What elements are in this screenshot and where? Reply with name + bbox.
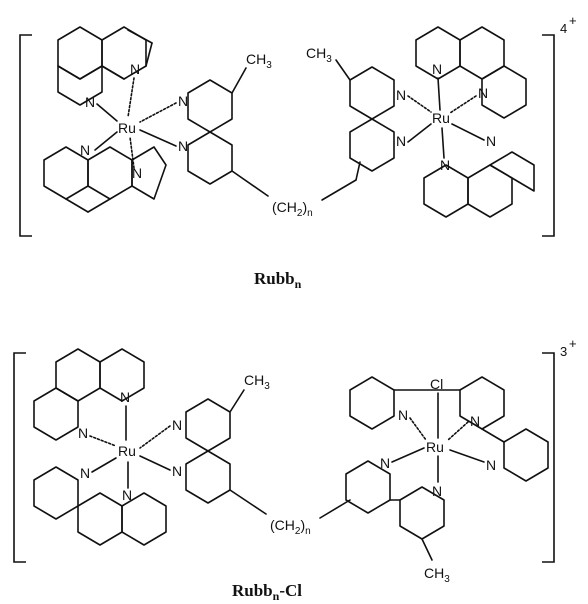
charge-number: 3 (560, 344, 567, 359)
n-atom: N (432, 483, 442, 499)
bpy-right (335, 59, 395, 181)
right-bracket (542, 34, 555, 237)
structure-label: Rubbn-Cl (232, 581, 302, 603)
n-atom: N (486, 133, 496, 149)
n-atom: N (80, 142, 90, 158)
coordination-bond (447, 421, 469, 441)
coordination-bond (96, 103, 118, 122)
coordination-bond (449, 449, 485, 463)
n-atom: N (132, 165, 142, 181)
phen-lower-left (43, 146, 167, 213)
coordination-bond (139, 129, 177, 147)
n-atom: N (396, 87, 406, 103)
methyl-group: CH3 (246, 51, 272, 71)
bpy-left (187, 67, 269, 197)
coordination-bond (437, 77, 441, 111)
n-atom: N (120, 389, 130, 405)
n-atom: N (122, 487, 132, 503)
structure-label: Rubbn (254, 269, 302, 291)
coordination-bond (449, 95, 477, 114)
n-atom: N (172, 417, 182, 433)
coordination-bond (127, 77, 135, 118)
bpy-right (345, 460, 445, 561)
coordination-bond (139, 455, 171, 471)
methyl-group: CH3 (244, 372, 270, 392)
n-atom: N (478, 85, 488, 101)
n-atom: N (396, 133, 406, 149)
coordination-bond (94, 131, 118, 151)
chloro-ligand: Cl (430, 376, 443, 392)
coordination-bond (409, 417, 427, 441)
left-bracket (13, 352, 26, 563)
coordination-bond (451, 123, 485, 141)
n-atom: N (178, 93, 188, 109)
phen-lower-left (33, 466, 167, 546)
linker-bond (321, 179, 357, 201)
n-atom: N (380, 455, 390, 471)
coordination-bond (441, 127, 445, 159)
n-atom: N (440, 157, 450, 173)
ru-atom-right: Ru (426, 439, 444, 455)
right-bracket (542, 352, 555, 563)
linker-bond (319, 499, 351, 519)
ru-atom-right: Ru (432, 110, 450, 126)
charge-sign: + (569, 336, 577, 351)
ru-atom-left: Ru (118, 443, 136, 459)
structure-rubbn: 4 + Ru N N N N (19, 13, 577, 291)
n-atom: N (398, 407, 408, 423)
n-atom: N (78, 425, 88, 441)
coordination-bond (91, 457, 117, 473)
phen-upper-left (57, 26, 153, 106)
left-bracket (19, 34, 32, 237)
n-atom: N (486, 457, 496, 473)
n-atom: N (80, 465, 90, 481)
n-atom: N (178, 138, 188, 154)
coordination-bond (407, 95, 432, 113)
coordination-bond (139, 102, 177, 123)
phen-upper-right (415, 26, 527, 119)
alkyl-linker: (CH2)n (270, 517, 311, 537)
n-atom: N (172, 463, 182, 479)
n-atom: N (130, 61, 140, 77)
n-atom: N (470, 413, 480, 429)
structure-rubbn-cl: 3 + Ru N N N N CH3 N (13, 336, 577, 603)
coordination-bond (391, 447, 425, 463)
methyl-group: CH3 (306, 45, 332, 65)
charge-number: 4 (560, 21, 567, 36)
alkyl-linker: (CH2)n (272, 199, 313, 219)
ru-atom-left: Ru (118, 120, 136, 136)
coordination-bond (407, 123, 432, 143)
n-atom: N (85, 94, 95, 110)
terpyridine (349, 376, 549, 482)
phen-upper-left (33, 348, 145, 441)
bpy-left (185, 389, 267, 515)
coordination-bond (129, 136, 135, 169)
coordination-bond (139, 425, 171, 449)
charge-sign: + (569, 13, 577, 28)
coordination-bond (89, 435, 117, 447)
n-atom: N (432, 61, 442, 77)
methyl-group: CH3 (424, 565, 450, 585)
phen-lower-right (423, 151, 535, 218)
